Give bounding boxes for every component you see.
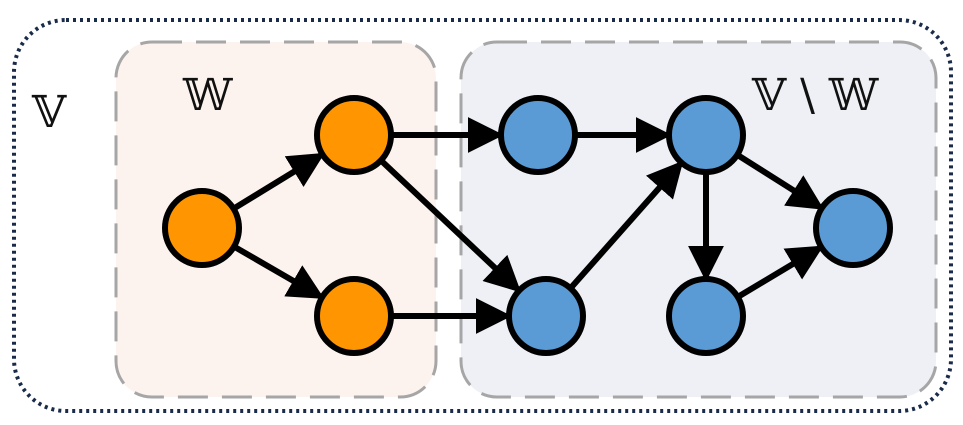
node-b4 bbox=[666, 276, 746, 356]
edge-b4-to-b5 bbox=[736, 245, 824, 300]
outer-set-region bbox=[12, 18, 953, 413]
nodes-group bbox=[162, 95, 893, 356]
complement-label: 𝕍 \ 𝕎 bbox=[751, 70, 879, 121]
node-w2 bbox=[314, 95, 394, 175]
node-w1 bbox=[162, 188, 242, 268]
edge-b2-to-b3 bbox=[568, 160, 684, 291]
node-b2 bbox=[506, 276, 586, 356]
edge-b3-to-b5 bbox=[735, 152, 825, 210]
node-b1 bbox=[498, 95, 578, 175]
subset-w-label: 𝕎 bbox=[182, 70, 233, 121]
edge-w1-to-w3 bbox=[232, 243, 325, 300]
edge-w2-to-b2 bbox=[378, 158, 522, 293]
edges-group bbox=[231, 117, 825, 334]
edge-w1-to-w2 bbox=[231, 152, 325, 212]
node-b3 bbox=[666, 95, 746, 175]
node-w3 bbox=[314, 276, 394, 356]
node-b5 bbox=[813, 188, 893, 268]
outer-set-label: 𝕍 bbox=[31, 87, 67, 138]
